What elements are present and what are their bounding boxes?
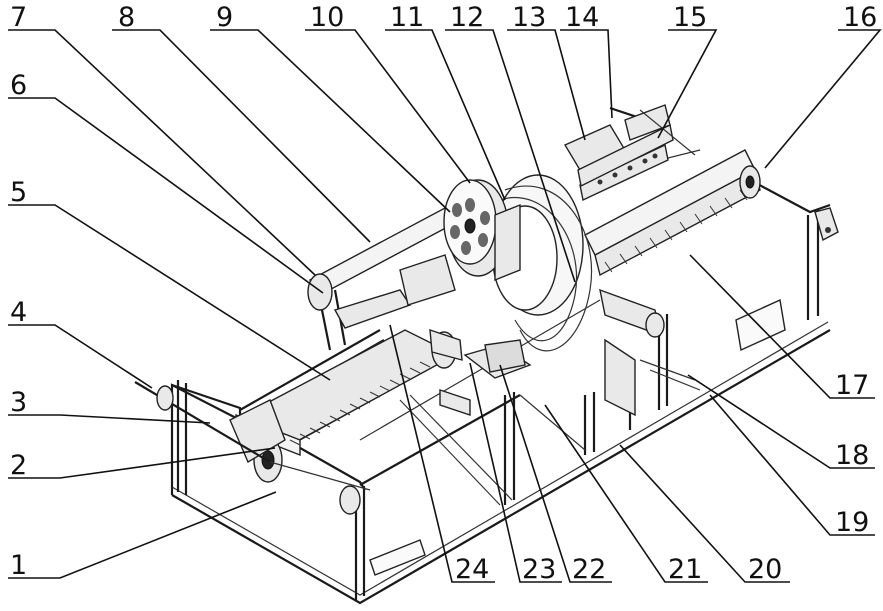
part-label-13: 13 — [512, 2, 546, 33]
part-label-6: 6 — [10, 70, 27, 101]
part-label-1: 1 — [10, 550, 27, 581]
leader-lines — [8, 30, 880, 582]
part-label-4: 4 — [10, 297, 27, 328]
part-label-16: 16 — [843, 2, 877, 33]
part-label-9: 9 — [216, 2, 233, 33]
part-label-3: 3 — [10, 387, 27, 418]
part-label-2: 2 — [10, 450, 27, 481]
part-label-8: 8 — [118, 2, 135, 33]
part-label-19: 19 — [835, 507, 869, 538]
part-label-18: 18 — [835, 440, 869, 471]
part-label-14: 14 — [565, 2, 599, 33]
clamp-assembly — [565, 105, 695, 200]
part-label-21: 21 — [668, 554, 702, 585]
part-label-24: 24 — [455, 554, 489, 585]
part-label-10: 10 — [310, 2, 344, 33]
part-label-15: 15 — [673, 2, 707, 33]
part-label-17: 17 — [835, 370, 869, 401]
part-label-22: 22 — [572, 554, 606, 585]
part-label-12: 12 — [450, 2, 484, 33]
part-label-23: 23 — [522, 554, 556, 585]
part-label-5: 5 — [10, 177, 27, 208]
part-label-11: 11 — [390, 2, 424, 33]
part-label-20: 20 — [748, 554, 782, 585]
part-label-7: 7 — [10, 2, 27, 33]
